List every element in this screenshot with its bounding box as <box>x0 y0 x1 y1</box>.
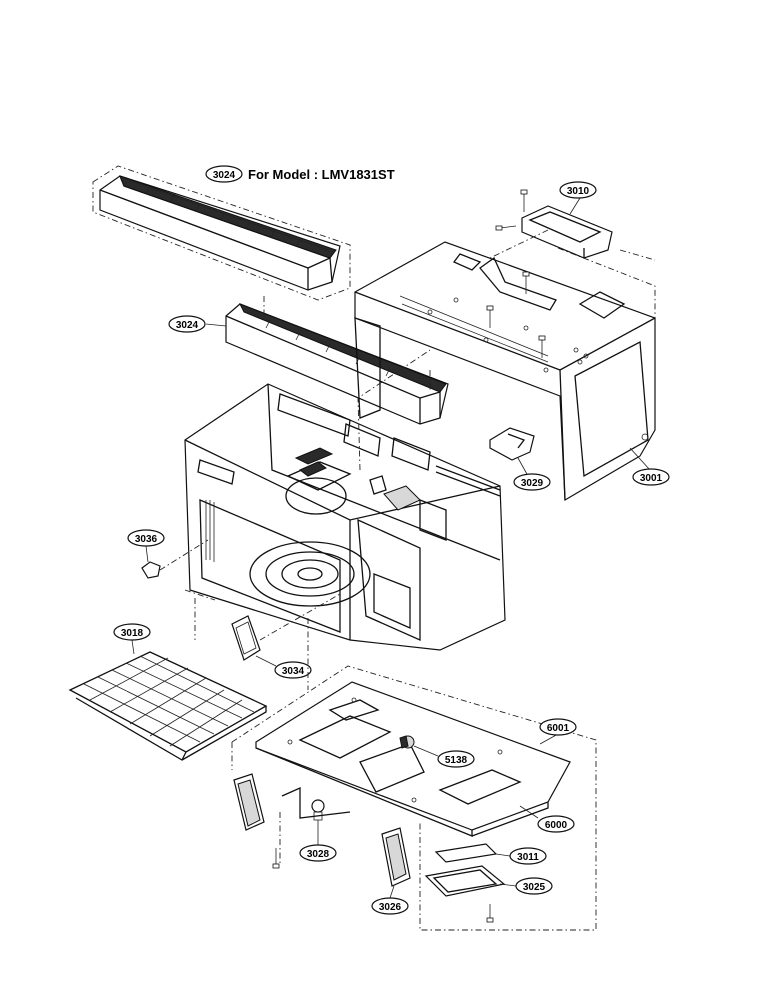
part-3024-upper-grille <box>92 165 351 301</box>
svg-text:3018: 3018 <box>121 628 144 639</box>
svg-text:6001: 6001 <box>547 723 570 734</box>
svg-text:3028: 3028 <box>307 849 330 860</box>
part-3028-light-bulb <box>279 786 351 864</box>
oven-cavity-frame <box>184 349 506 651</box>
svg-text:3036: 3036 <box>135 534 158 545</box>
svg-text:3001: 3001 <box>640 473 663 484</box>
callout-5138: 5138 <box>413 745 475 768</box>
svg-text:3011: 3011 <box>517 852 539 863</box>
callout-3028: 3028 <box>299 820 337 862</box>
callout-3036: 3036 <box>127 529 165 563</box>
part-3001-outer-cabinet <box>354 241 656 502</box>
callout-3025: 3025 <box>499 877 553 895</box>
model-label: For Model : LMV1831ST <box>248 167 395 182</box>
callout-3034: 3034 <box>255 655 312 679</box>
part-6000-base-plate <box>231 618 597 931</box>
callout-3010: 3010 <box>559 181 597 215</box>
callout-3024-upper: 3024 <box>205 165 243 183</box>
callout-3029: 3029 <box>513 457 551 491</box>
part-3011-lens <box>434 843 498 863</box>
screw-right-bottom <box>486 904 494 923</box>
part-3018-rack <box>68 651 268 761</box>
svg-text:3010: 3010 <box>567 186 590 197</box>
svg-text:3026: 3026 <box>379 902 402 913</box>
part-3025-holder <box>424 865 506 897</box>
callout-6001: 6001 <box>539 718 577 745</box>
svg-text:5138: 5138 <box>445 755 468 766</box>
svg-text:3025: 3025 <box>523 882 546 893</box>
screw-group-top <box>486 189 546 358</box>
part-5138-lamp <box>399 735 415 749</box>
part-3026-filter <box>381 827 411 887</box>
screw-left-bottom <box>272 848 280 869</box>
part-3036-knob <box>141 539 209 579</box>
part-3029-clip <box>489 427 535 461</box>
callout-3011: 3011 <box>495 847 547 865</box>
part-3024-lower-grille <box>225 296 449 425</box>
callout-6000: 6000 <box>519 805 575 833</box>
svg-text:3034: 3034 <box>282 666 305 677</box>
callout-3018: 3018 <box>113 623 151 655</box>
part-left-filter <box>233 773 265 831</box>
svg-text:3029: 3029 <box>521 478 544 489</box>
svg-text:6000: 6000 <box>545 820 568 831</box>
part-3010-bracket <box>489 205 613 259</box>
callout-3001: 3001 <box>629 447 670 486</box>
callout-3026: 3026 <box>371 885 409 915</box>
svg-text:3024: 3024 <box>213 170 236 181</box>
callout-3024-lower: 3024 <box>168 315 227 333</box>
svg-text:3024: 3024 <box>176 320 199 331</box>
part-3034-cover <box>231 593 341 661</box>
